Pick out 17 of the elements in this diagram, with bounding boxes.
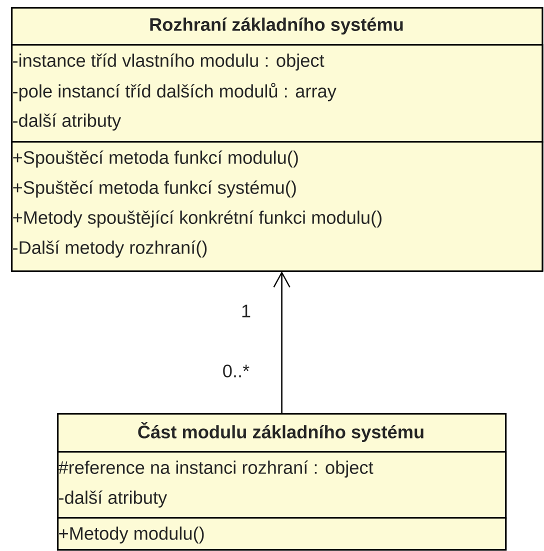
member-text: -instance tříd vlastního modulu : object <box>13 53 324 71</box>
member-text: +Metody modulu() <box>59 526 204 544</box>
association-arrow <box>273 271 290 413</box>
class-compartment <box>57 517 507 551</box>
class-name: Rozhraní základního systému <box>150 17 403 35</box>
member-text: +Spouštěcí metoda funkcí modulu() <box>13 150 298 168</box>
class-compartment <box>11 44 544 143</box>
class-compartment <box>11 141 544 272</box>
member-text: -další atributy <box>59 490 168 508</box>
member-text: -další atributy <box>13 113 122 131</box>
multiplicity-label: 1 <box>242 304 250 318</box>
member-text: -Další metody rozhraní() <box>13 240 207 258</box>
member-text: +Spuštěcí metoda funkcí systému() <box>13 180 296 198</box>
member-text: -pole instancí tříd dalších modulů : array <box>13 82 336 102</box>
member-text: +Metody spouštějící konkrétní funkci modulu() <box>13 210 382 228</box>
class-name: Část modulu základního systému <box>138 422 424 442</box>
multiplicity-label: 0..* <box>223 364 250 378</box>
